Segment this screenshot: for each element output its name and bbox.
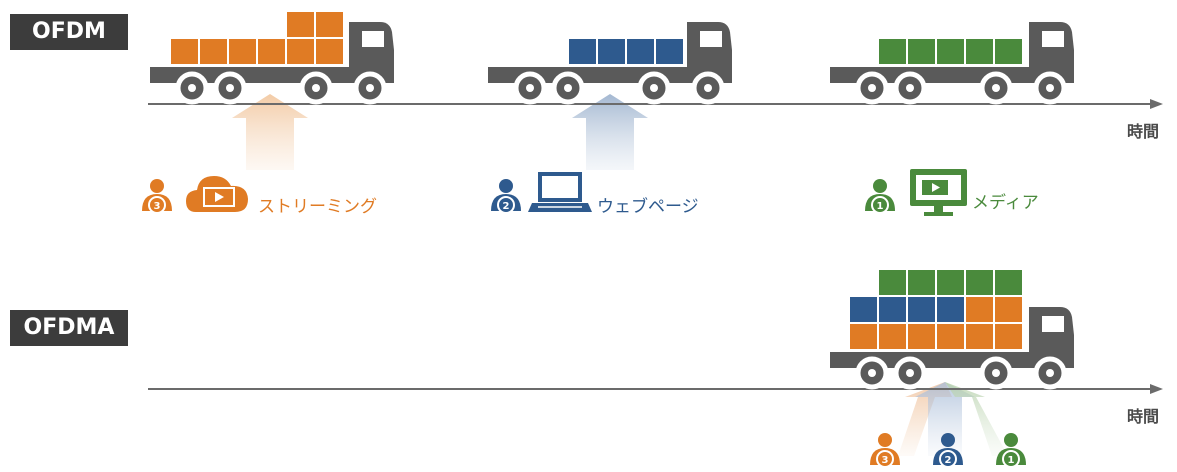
upload-arrow-ofdma-green xyxy=(945,382,1008,456)
upload-arrow-ofdma-orange xyxy=(898,382,952,456)
app-label-media: メディア xyxy=(972,193,1039,213)
time-axis-label-ofdm: 時間 xyxy=(1127,122,1160,141)
svg-text:1: 1 xyxy=(877,201,884,212)
upload-arrow-ofdma-blue xyxy=(915,382,975,456)
ofdma-tag: OFDMA xyxy=(10,310,128,346)
time-axis-label-ofdma: 時間 xyxy=(1127,407,1160,426)
ofdma-user-3-icon: 3 xyxy=(870,433,900,468)
ofdma-user-1-icon: 1 xyxy=(996,433,1026,468)
monitor-icon xyxy=(910,169,967,216)
user-3-icon: 3 xyxy=(142,179,172,214)
user-1-icon: 1 xyxy=(865,179,895,214)
svg-text:2: 2 xyxy=(503,201,510,212)
app-label-streaming: ストリーミング xyxy=(258,197,377,217)
truck-orange xyxy=(150,10,394,105)
ofdm-tag: OFDM xyxy=(10,14,128,50)
svg-text:3: 3 xyxy=(154,201,161,212)
truck-combined xyxy=(830,268,1074,390)
laptop-icon xyxy=(528,172,592,212)
upload-arrow-orange xyxy=(232,94,308,170)
user-2-icon: 2 xyxy=(491,179,521,214)
svg-text:1: 1 xyxy=(1008,455,1015,466)
app-label-webpage: ウェブページ xyxy=(597,197,699,217)
truck-green xyxy=(830,22,1074,105)
cloud-video-icon xyxy=(186,176,248,212)
svg-text:3: 3 xyxy=(882,455,889,466)
svg-text:2: 2 xyxy=(945,455,952,466)
ofdma-user-2-icon: 2 xyxy=(933,433,963,468)
truck-blue xyxy=(488,22,732,105)
upload-arrow-blue xyxy=(572,94,648,170)
